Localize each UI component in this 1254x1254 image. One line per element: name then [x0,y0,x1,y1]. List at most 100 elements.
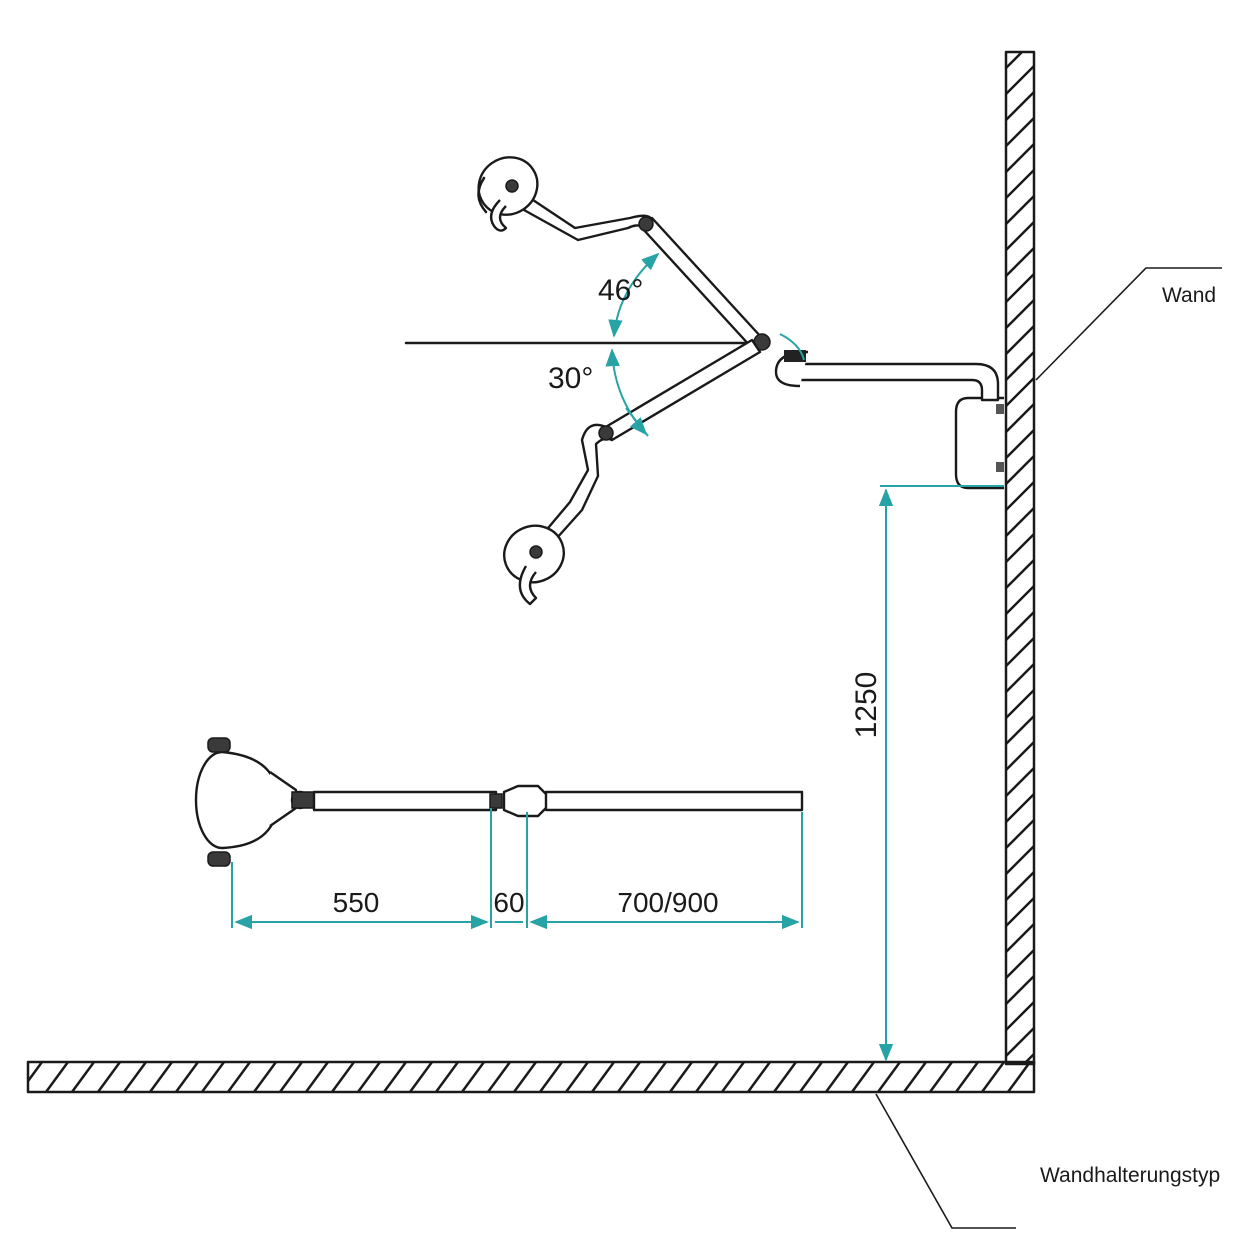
hatch-line [902,1062,928,1092]
hatch-line [148,1062,174,1092]
hatch-line [1006,922,1034,954]
height-label: 1250 [850,672,883,739]
hatch-line [1006,610,1034,642]
wall-leader-line [1035,267,1222,381]
joint-length-label: 60 [493,887,524,918]
hatch-line [824,1062,850,1092]
hatch-line [1006,714,1034,746]
hatch-line [460,1062,486,1092]
extension-arm-segment [544,790,804,812]
hatch-line [278,1062,304,1092]
hatch-line [486,1062,512,1092]
mount-type-label: Wandhalterungstyp [1040,1164,1220,1187]
side-view-lamp [194,737,804,867]
hatch-line [174,1062,200,1092]
wall-bracket [954,396,1004,490]
hatch-line [1006,792,1034,824]
arm-length-label: 700/900 [617,887,718,918]
hatch-line [1006,64,1034,96]
hatch-line [798,1062,824,1092]
hatch-line [1006,454,1034,486]
hatch-line [1032,1089,1034,1092]
hatch-line [668,1062,694,1092]
hatch-line [1006,194,1034,226]
hatch-line [1006,636,1034,668]
hatch-line [642,1062,668,1092]
hatch-line [1006,168,1034,200]
hatch-line [304,1062,330,1092]
hatch-line [1006,1000,1034,1032]
height-dimension: 1250 [850,485,1004,1062]
lamp-handle-top [207,737,231,753]
upper-arm-position [477,156,771,351]
lower-arm-position [503,338,762,606]
wall-hatching [1006,52,1034,1064]
hatch-line [1006,662,1034,694]
hatch-line [96,1062,122,1092]
hatch-line [590,1062,616,1092]
hatch-line [772,1062,798,1092]
wall-label: Wand [1162,284,1216,307]
hatch-line [1006,506,1034,538]
hatch-line [1006,844,1034,876]
hatch-line [1006,220,1034,252]
hatch-line [1006,766,1034,798]
hatch-line [434,1062,460,1092]
floor-hatching [28,1062,1034,1092]
hatch-line [1006,428,1034,460]
hatch-line [1006,870,1034,902]
hatch-line [512,1062,538,1092]
wall [1004,50,1036,1066]
arm-joint [502,784,550,818]
hatch-line [1006,90,1034,122]
angle-indicators: 46° 30° [548,252,805,437]
mount-type-leader-line [875,1093,1016,1229]
hatch-line [1006,52,1024,70]
hatch-line [1006,1026,1034,1058]
head-arm-segment [312,790,498,812]
hatch-line [1022,1052,1034,1064]
hatch-line [746,1062,772,1092]
hatch-line [122,1062,148,1092]
hatch-line [1006,532,1034,564]
hatch-line [850,1062,876,1092]
angle-down-label: 30° [548,362,593,395]
hatch-line [1006,974,1034,1006]
angle-up-arc [608,252,660,338]
hatch-line [1006,818,1034,850]
hatch-line [1006,1062,1032,1092]
hatch-line [226,1062,252,1092]
hatch-line [616,1062,642,1092]
hatch-line [1006,948,1034,980]
hatch-line [1006,584,1034,616]
head-length-label: 550 [333,887,380,918]
pivot-arc [779,333,805,361]
hatch-line [928,1062,954,1092]
lower-arm-tick [625,407,649,437]
hatch-line [330,1062,356,1092]
hatch-line [954,1062,980,1092]
hatch-line [980,1062,1006,1092]
hatch-line [564,1062,590,1092]
horizontal-dimensions: 550 60 700/900 [231,808,803,930]
hatch-line [694,1062,720,1092]
hatch-line [1006,688,1034,720]
hatch-line [720,1062,746,1092]
hatch-line [1006,402,1034,434]
hatch-line [1006,116,1034,148]
hatch-line [1006,142,1034,174]
hatch-line [1006,376,1034,408]
hatch-line [876,1062,902,1092]
floor [26,1060,1036,1094]
hatch-line [1006,246,1034,278]
hatch-line [1006,272,1034,304]
hatch-line [1006,298,1034,330]
hatch-line [1006,896,1034,928]
main-arm [774,350,1000,402]
hatch-line [1006,740,1034,772]
hatch-line [70,1062,96,1092]
hatch-line [538,1062,564,1092]
lamp-handle-bottom [207,851,231,867]
hatch-line [200,1062,226,1092]
lamp-head-body [221,750,278,850]
